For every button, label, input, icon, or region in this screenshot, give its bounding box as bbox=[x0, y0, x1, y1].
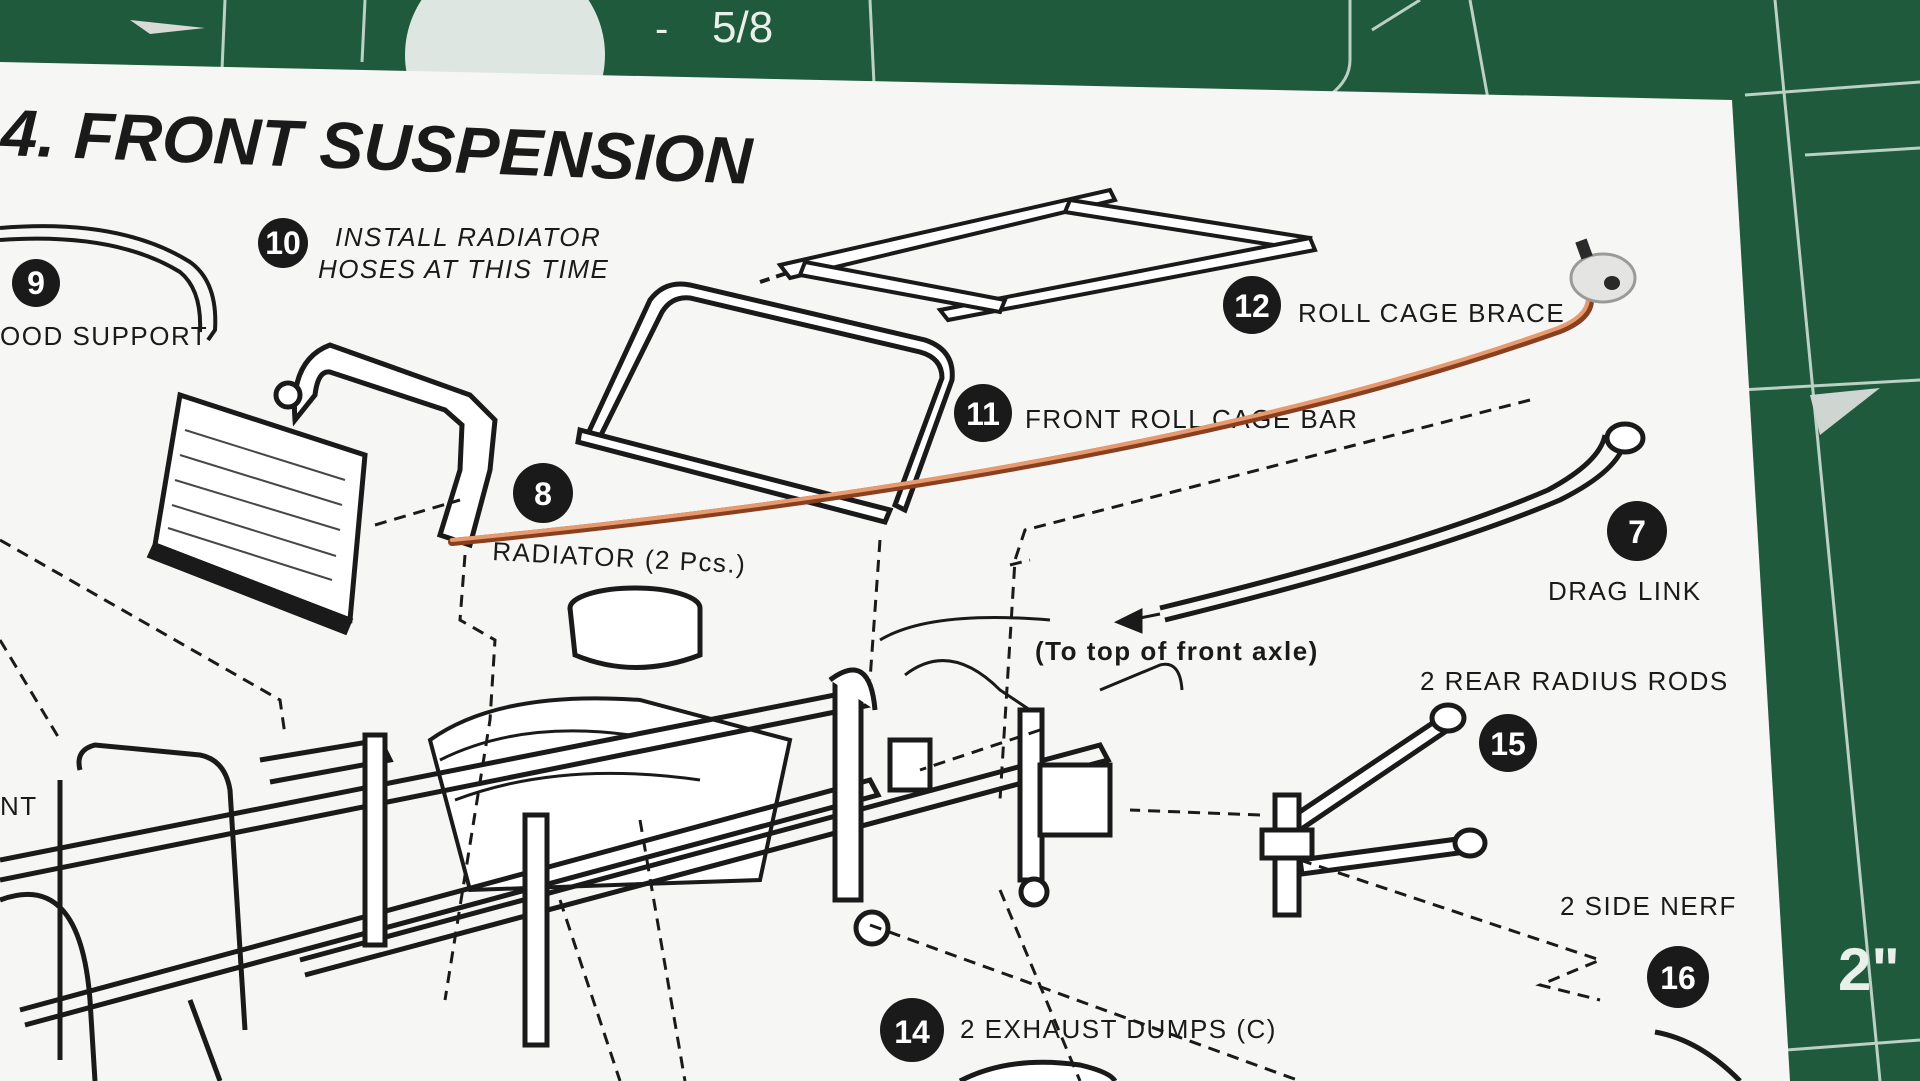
eyelet-tab bbox=[1575, 238, 1593, 260]
part-label-10-line2: HOSES AT THIS TIME bbox=[318, 254, 609, 284]
part-label-15: 2 REAR RADIUS RODS bbox=[1420, 666, 1729, 696]
mat-inch-label: 2" bbox=[1838, 936, 1900, 1003]
part-number-9: 9 bbox=[27, 265, 45, 301]
radiator-icon bbox=[146, 342, 498, 636]
exhaust-dump-illustration bbox=[958, 1059, 1118, 1081]
part-badge-7 bbox=[1607, 501, 1667, 561]
part-number-8: 8 bbox=[534, 476, 552, 512]
part-label-10-line1: INSTALL RADIATOR bbox=[335, 222, 601, 252]
part-badge-14 bbox=[880, 998, 944, 1062]
part-badge-12 bbox=[1223, 276, 1281, 334]
part-badge-15 bbox=[1479, 714, 1537, 772]
part-number-10: 10 bbox=[265, 225, 301, 261]
part-label-7: DRAG LINK bbox=[1548, 576, 1702, 606]
part-number-15: 15 bbox=[1490, 726, 1526, 762]
roll-cage-brace-illustration bbox=[759, 187, 1318, 323]
hood-support-illustration bbox=[0, 224, 218, 342]
eyelet-icon bbox=[1569, 252, 1637, 304]
drag-link-illustration bbox=[1113, 421, 1646, 634]
scrap-fragment bbox=[130, 20, 205, 34]
chassis-icon bbox=[0, 585, 1184, 1081]
part-badge-9 bbox=[12, 259, 60, 307]
instruction-sheet bbox=[0, 62, 1790, 1081]
part-label-14: 2 EXHAUST DUMPS (C) bbox=[960, 1014, 1277, 1044]
part-label-16: 2 SIDE NERF bbox=[1560, 891, 1737, 921]
part-number-7: 7 bbox=[1628, 514, 1646, 550]
axle-note: (To top of front axle) bbox=[1035, 636, 1319, 666]
part-label-9: OOD SUPPORT bbox=[0, 321, 208, 351]
part-badge-8 bbox=[513, 463, 573, 523]
left-edge-label: NT bbox=[0, 791, 38, 821]
scrap-fragment-right bbox=[1810, 388, 1880, 435]
part-label-12: ROLL CAGE BRACE bbox=[1298, 298, 1565, 328]
part-badge-11 bbox=[954, 384, 1012, 442]
part-badge-16 bbox=[1647, 946, 1709, 1008]
side-nerf-illustration bbox=[1654, 1029, 1742, 1081]
mat-fraction-label: 5/8 bbox=[712, 3, 773, 52]
eyelet-hole bbox=[1604, 276, 1620, 290]
part-number-11: 11 bbox=[966, 396, 1000, 432]
leader-lines bbox=[0, 398, 1605, 1081]
wire-highlight bbox=[450, 296, 1590, 542]
part-number-14: 14 bbox=[894, 1014, 930, 1050]
part-badge-10 bbox=[258, 218, 308, 268]
mat-dash-label: - bbox=[655, 7, 668, 51]
part-number-12: 12 bbox=[1234, 288, 1270, 324]
part-number-16: 16 bbox=[1660, 960, 1696, 996]
radius-rods-illustration bbox=[1259, 702, 1488, 918]
